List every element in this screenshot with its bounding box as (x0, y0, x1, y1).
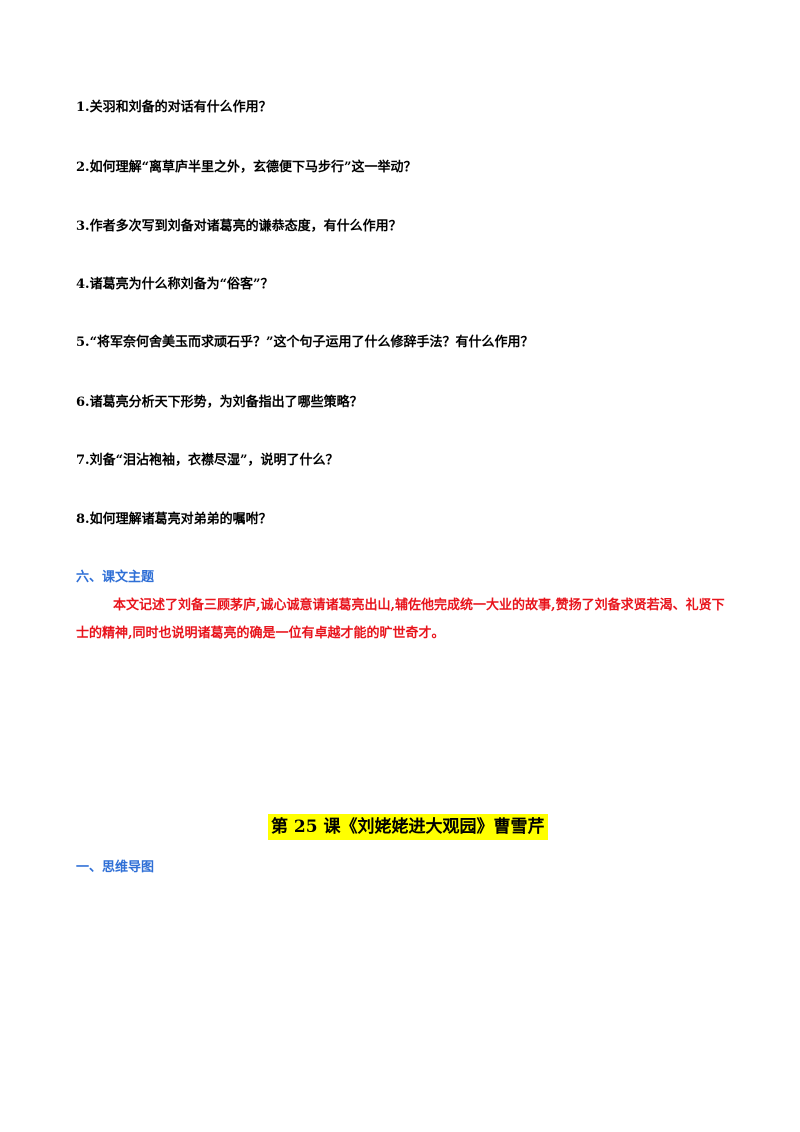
question-1: 1.关羽和刘备的对话有什么作用？ (76, 100, 272, 115)
theme-section-heading: 六、课文主题 (76, 570, 155, 585)
question-2: 2.如何理解“离草庐半里之外，玄德便下马步行”这一举动？ (76, 160, 417, 175)
question-5: 5.“将军奈何舍美玉而求顽石乎？”这个句子运用了什么修辞手法？有什么作用？ (76, 335, 534, 350)
question-6: 6.诸葛亮分析天下形势，为刘备指出了哪些策略？ (76, 395, 363, 410)
question-8: 8.如何理解诸葛亮对弟弟的嘱咐？ (76, 512, 272, 527)
question-3: 3.作者多次写到刘备对诸葛亮的谦恭态度，有什么作用？ (76, 219, 402, 234)
question-7: 7.刘备“泪沾袍袖，衣襟尽湿”，说明了什么？ (76, 453, 339, 468)
mindmap-heading: 一、思维导图 (76, 860, 155, 875)
question-4: 4.诸葛亮为什么称刘备为“俗客”？ (76, 277, 274, 292)
lesson-title: 第 25 课《刘姥姥进大观园》曹雪芹 (268, 814, 548, 840)
theme-paragraph: 本文记述了刘备三顾茅庐,诚心诚意请诸葛亮出山,辅佐他完成统一大业的故事,赞扬了刘… (76, 598, 725, 641)
